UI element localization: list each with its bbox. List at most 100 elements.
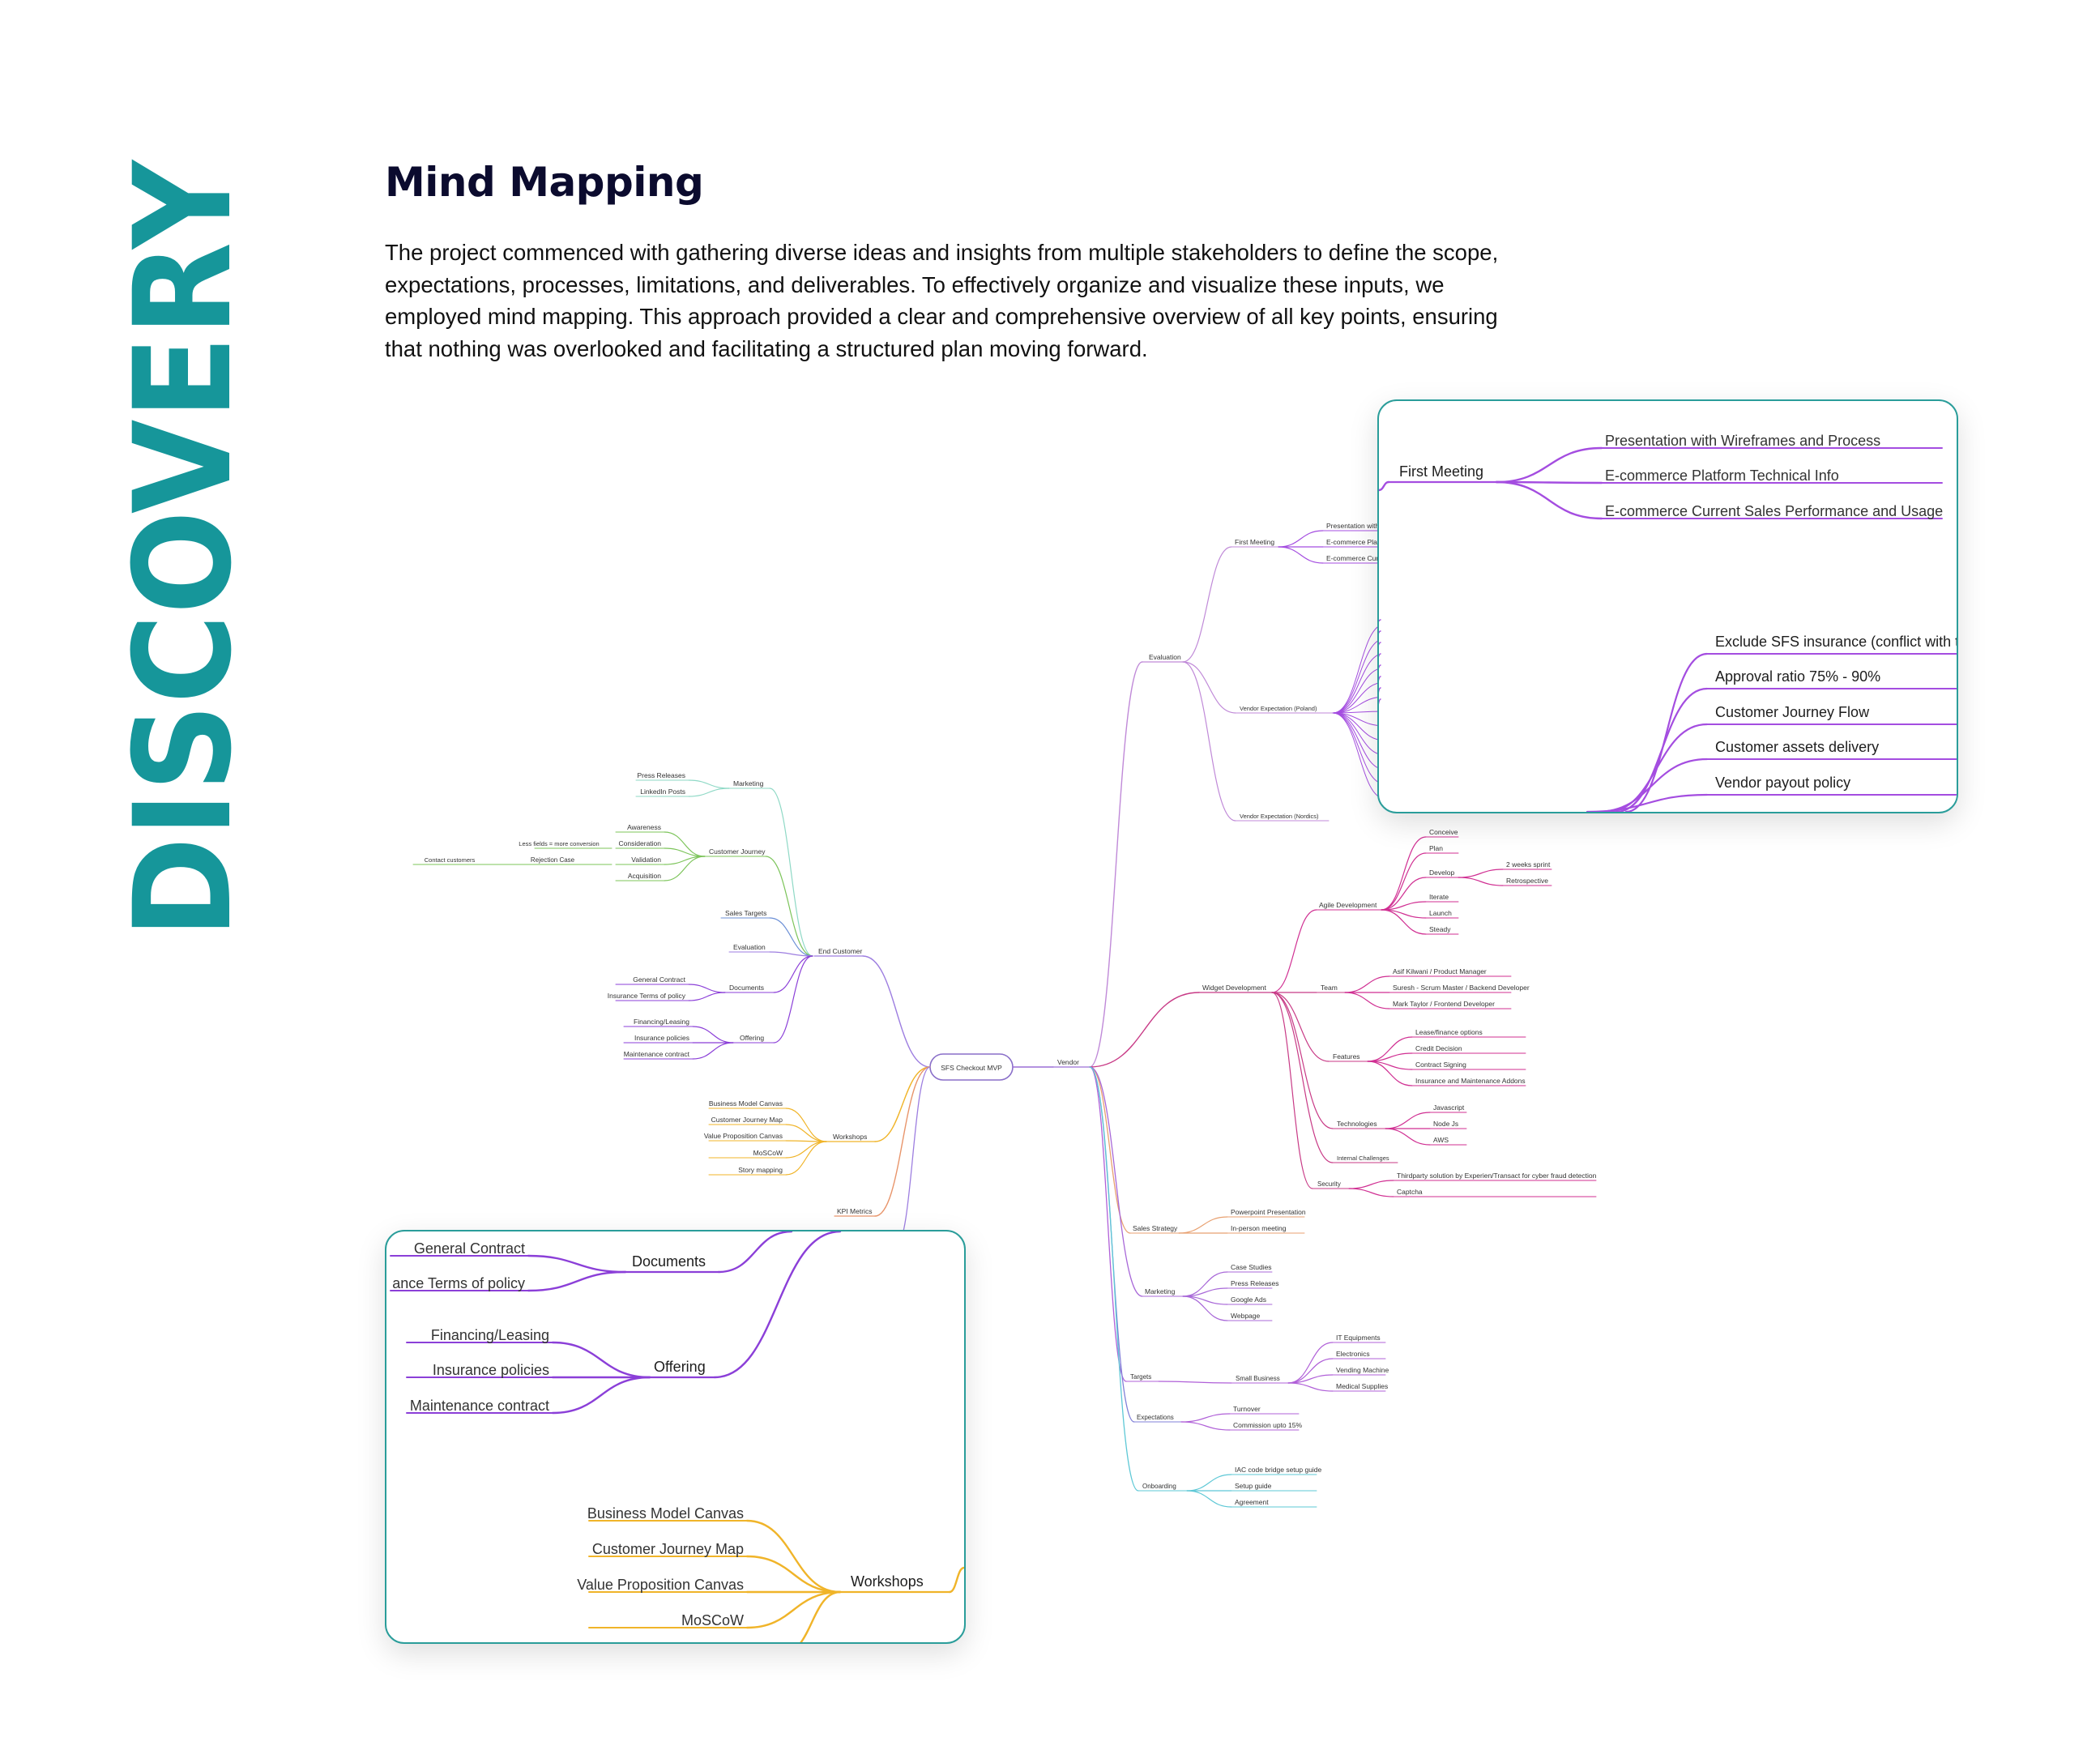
edge-maintenance-contract bbox=[692, 1042, 734, 1060]
edge-ec-documents bbox=[773, 955, 813, 993]
edge-agile bbox=[1271, 909, 1317, 993]
edge-develop bbox=[1381, 877, 1427, 911]
node-customer-journey: Customer Journey bbox=[709, 847, 766, 856]
edge-customer-journey-map bbox=[745, 1555, 842, 1594]
node-setup-guide: Setup guide bbox=[1235, 1482, 1272, 1490]
zoom-edge-story bbox=[800, 1590, 842, 1642]
page-title: Mind Mapping bbox=[385, 159, 704, 206]
edge-javascript bbox=[1385, 1112, 1431, 1129]
node-electronics: Electronics bbox=[1336, 1350, 1370, 1358]
node-maintenance-contract: Maintenance contract bbox=[410, 1398, 549, 1414]
node-in-person-meeting: In-person meeting bbox=[1231, 1224, 1287, 1232]
edge-financing-leasing bbox=[692, 1026, 734, 1044]
node-linkedin-posts: LinkedIn Posts bbox=[640, 788, 685, 796]
edge-turnover bbox=[1180, 1413, 1231, 1423]
node-customer-assets-delivery: Customer assets delivery bbox=[1715, 739, 1879, 755]
node-press-releases: Press Releases bbox=[1231, 1279, 1279, 1287]
edge-medical-supplies bbox=[1287, 1382, 1334, 1392]
node-lease-finance-options: Lease/finance options bbox=[1415, 1028, 1483, 1036]
edge-presentation-with-wireframes-and-process bbox=[1278, 530, 1324, 548]
edge-first-meeting bbox=[1182, 546, 1232, 663]
zoom-edge-fan bbox=[1379, 664, 1381, 670]
node-customer-journey-flow: Customer Journey Flow bbox=[1715, 704, 1870, 720]
node-turnover: Turnover bbox=[1233, 1405, 1261, 1413]
node-press-releases: Press Releases bbox=[637, 771, 685, 779]
node-kpi-metrics: KPI Metrics bbox=[837, 1207, 872, 1215]
node-sales-targets: Sales Targets bbox=[725, 909, 766, 917]
edge-financing-leasing bbox=[551, 1341, 651, 1379]
edge-webpage bbox=[1182, 1295, 1228, 1321]
edge-poland-fan bbox=[1332, 712, 1386, 800]
node-javascript: Javascript bbox=[1433, 1103, 1465, 1112]
node-team: Team bbox=[1321, 984, 1338, 992]
edge-features bbox=[1271, 992, 1330, 1062]
edge-press-releases bbox=[688, 779, 730, 789]
node-insurance-and-maintenance-addons: Insurance and Maintenance Addons bbox=[1415, 1077, 1526, 1085]
node-general-contract: General Contract bbox=[633, 975, 685, 984]
edge-aws bbox=[1385, 1128, 1431, 1146]
edge-e-commerce-current-sales-performance-and-usage bbox=[1278, 546, 1324, 564]
node-first-meeting: First Meeting bbox=[1235, 538, 1274, 546]
node-consideration: Consideration bbox=[619, 839, 662, 847]
node-google-ads: Google Ads bbox=[1231, 1295, 1266, 1304]
node-asif-kilwani-product-manager: Asif Kilwani / Product Manager bbox=[1393, 967, 1487, 975]
edge-customer-journey-map bbox=[785, 1124, 827, 1142]
node-business-model-canvas: Business Model Canvas bbox=[587, 1505, 744, 1522]
node-targets: Targets bbox=[1130, 1373, 1151, 1381]
edge-end-customer bbox=[862, 955, 931, 1068]
edge-insurance-and-maintenance-addons bbox=[1367, 1061, 1413, 1086]
zoom-edge-fan bbox=[1379, 642, 1381, 647]
node-aws: AWS bbox=[1433, 1136, 1449, 1144]
node-vendor-payout-policy: Vendor payout policy bbox=[1715, 775, 1850, 791]
zoom-edge-fan bbox=[1379, 653, 1381, 658]
edge-asif-kilwani-product-manager bbox=[1344, 975, 1390, 993]
node-contact-customers: Contact customers bbox=[425, 856, 476, 864]
zoom-edge-fan bbox=[1379, 687, 1381, 694]
node-steady: Steady bbox=[1429, 925, 1451, 933]
node-end-customer: End Customer bbox=[818, 947, 862, 955]
edge-captcha bbox=[1348, 1188, 1394, 1197]
node-case-studies: Case Studies bbox=[1231, 1263, 1272, 1271]
edge-ance-terms-of-policy bbox=[527, 1270, 627, 1292]
node-e-commerce-platform-technical-info: E-commerce Platform Technical Info bbox=[1605, 467, 1839, 484]
node-business-model-canvas: Business Model Canvas bbox=[709, 1099, 783, 1108]
node-develop: Develop bbox=[1429, 869, 1454, 877]
node-vendor: Vendor bbox=[1057, 1058, 1079, 1066]
node-security: Security bbox=[1317, 1180, 1341, 1188]
edge-plan bbox=[1381, 852, 1427, 911]
zoom-edge-workshops bbox=[948, 1566, 964, 1594]
edge-moscow bbox=[785, 1141, 827, 1159]
edge-poland-fan bbox=[1332, 623, 1386, 714]
node-agreement: Agreement bbox=[1235, 1498, 1269, 1506]
zoom-edge-documents bbox=[717, 1231, 793, 1274]
node-financing-leasing: Financing/Leasing bbox=[431, 1327, 549, 1343]
node-ance-terms-of-policy: ance Terms of policy bbox=[392, 1275, 525, 1291]
zoom-edge-poland bbox=[1595, 758, 1709, 812]
node-vending-machine: Vending Machine bbox=[1336, 1366, 1389, 1374]
edge-workshops bbox=[874, 1066, 931, 1142]
node-expectations: Expectations bbox=[1137, 1414, 1174, 1421]
edge-ec-marketing bbox=[769, 788, 813, 957]
node-e-commerce-current-sales-performance-and-usage: E-commerce Current Sales Performance and… bbox=[1605, 503, 1943, 519]
node-mark-taylor-frontend-developer: Mark Taylor / Frontend Developer bbox=[1393, 1000, 1495, 1008]
edge-widget bbox=[1089, 992, 1200, 1068]
node-offering: Offering bbox=[740, 1034, 764, 1042]
edge-internal bbox=[1271, 992, 1334, 1163]
edge-technologies bbox=[1271, 992, 1334, 1129]
node-medical-supplies: Medical Supplies bbox=[1336, 1382, 1388, 1390]
node-moscow: MoSCoW bbox=[753, 1149, 783, 1157]
node-story-mapping: Story mapping bbox=[738, 1166, 783, 1174]
node-commission-upto-15: Commission upto 15% bbox=[1233, 1421, 1302, 1429]
edge-insurance-terms-of-policy bbox=[688, 992, 726, 1001]
node-powerpoint-presentation: Powerpoint Presentation bbox=[1231, 1208, 1306, 1216]
node-sfs-checkout-mvp: SFS Checkout MVP bbox=[941, 1064, 1002, 1072]
edge-ec-evaluation bbox=[769, 951, 813, 957]
node-it-equipments: IT Equipments bbox=[1336, 1334, 1381, 1342]
node-maintenance-contract: Maintenance contract bbox=[624, 1050, 690, 1058]
zoom-edge-fan bbox=[1379, 630, 1381, 634]
edge-story-mapping bbox=[785, 1141, 827, 1176]
node-marketing: Marketing bbox=[733, 779, 764, 788]
node-technologies: Technologies bbox=[1337, 1120, 1377, 1128]
